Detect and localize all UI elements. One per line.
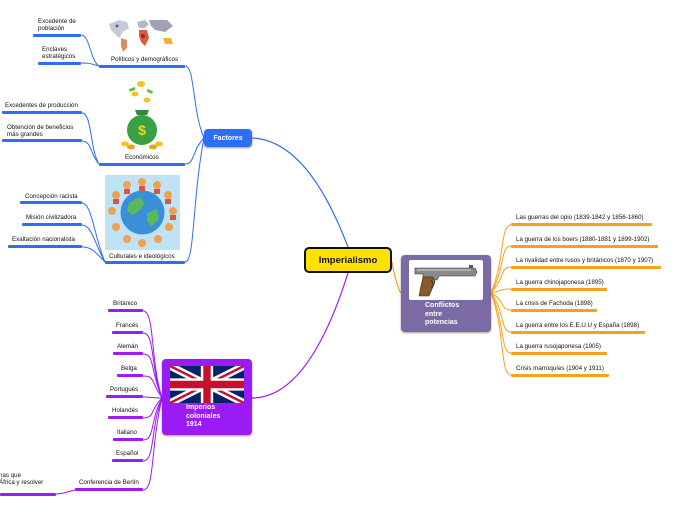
group-politicos-underline bbox=[99, 65, 185, 68]
empire-item-frances[interactable]: Francés bbox=[116, 322, 139, 329]
empire-item-espanol[interactable]: Español bbox=[116, 450, 139, 457]
item-excedente-poblacion[interactable]: Excedente de población bbox=[38, 18, 76, 32]
money-bag-image: $ bbox=[121, 81, 163, 150]
group-politicos-label: Políticos y demográficos bbox=[111, 56, 179, 63]
svg-text:$: $ bbox=[138, 122, 146, 138]
conflict-item-8[interactable]: Crisis marroquíes (1904 y 1911) bbox=[516, 365, 604, 372]
imperios-topic[interactable]: Imperios coloniales 1914 bbox=[162, 359, 252, 435]
item-mision-civilizadora-underline bbox=[22, 223, 82, 226]
group-culturales-underline bbox=[105, 261, 185, 264]
conflict-item-3[interactable]: La rivalidad entre rusos y británicos (1… bbox=[516, 257, 654, 264]
conflictos-topic[interactable]: Conflictos entre potencias bbox=[401, 255, 491, 332]
conflict-item-6[interactable]: La guerra entre los E.E.U.U y España (18… bbox=[516, 322, 640, 329]
conflict-item-3-underline bbox=[511, 266, 661, 269]
conflict-item-5-underline bbox=[511, 309, 597, 312]
pistol-icon bbox=[414, 265, 478, 297]
empire-item-holandes-underline bbox=[108, 416, 143, 419]
conflict-item-4-underline bbox=[511, 288, 607, 291]
conflict-item-7[interactable]: La guerra rusojaponesa (1905) bbox=[516, 343, 601, 350]
item-excedentes-produccion[interactable]: Excedentes de producción bbox=[5, 102, 78, 109]
conferencia-berlin-note[interactable]: nas que África y resolver bbox=[0, 472, 44, 486]
item-obtencion-beneficios-underline bbox=[2, 139, 82, 142]
empire-item-aleman[interactable]: Alemán bbox=[117, 343, 138, 350]
item-concepcion-racista[interactable]: Concepción racista bbox=[25, 193, 78, 200]
item-enclaves[interactable]: Enclaves estratégicos bbox=[42, 46, 76, 60]
conflict-item-7-underline bbox=[511, 352, 607, 355]
group-economicos[interactable]: $ Económicos bbox=[99, 74, 185, 166]
item-excedente-poblacion-underline bbox=[33, 34, 81, 37]
group-economicos-label: Económicos bbox=[125, 154, 159, 161]
factores-topic[interactable]: Factores bbox=[204, 129, 252, 147]
empire-item-britanico[interactable]: Británico bbox=[113, 300, 138, 307]
world-map-image bbox=[105, 16, 179, 54]
item-obtencion-beneficios[interactable]: Obtención de beneficios más grandes bbox=[7, 124, 74, 138]
empire-item-portugues-underline bbox=[106, 395, 143, 398]
empire-item-portugues[interactable]: Portugués bbox=[110, 386, 139, 393]
group-economicos-underline bbox=[99, 163, 185, 166]
group-culturales[interactable]: Culturales e ideológicos bbox=[105, 175, 185, 264]
conflict-item-4[interactable]: La guerra chinojaponesa (1895) bbox=[516, 279, 604, 286]
conflict-item-1[interactable]: Las guerras del opio (1839-1842 y 1856-1… bbox=[516, 214, 644, 221]
item-mision-civilizadora[interactable]: Misión civilizadora bbox=[26, 214, 77, 221]
empire-item-aleman-underline bbox=[113, 352, 143, 355]
central-topic[interactable]: Imperialismo bbox=[304, 247, 392, 273]
empire-item-belga-underline bbox=[117, 374, 143, 377]
group-culturales-label: Culturales e ideológicos bbox=[109, 253, 175, 260]
group-politicos[interactable]: Políticos y demográficos bbox=[99, 14, 185, 68]
item-excedentes-produccion-underline bbox=[2, 111, 82, 114]
item-exaltacion-nacionalista[interactable]: Exaltación nacionalista bbox=[12, 236, 75, 243]
conflict-item-6-underline bbox=[511, 331, 645, 334]
item-concepcion-racista-underline bbox=[20, 201, 82, 204]
central-topic-label: Imperialismo bbox=[318, 254, 378, 266]
empire-item-italiano-underline bbox=[113, 438, 143, 441]
item-exaltacion-nacionalista-underline bbox=[8, 245, 82, 248]
conflict-item-1-underline bbox=[511, 223, 652, 226]
conflict-item-5[interactable]: La crisis de Fachoda (1898) bbox=[516, 300, 593, 307]
conflict-item-2-underline bbox=[511, 245, 658, 248]
empire-item-britanico-underline bbox=[108, 309, 143, 312]
empire-item-conferencia-berlin-underline bbox=[75, 488, 143, 491]
imperios-label: Imperios coloniales 1914 bbox=[186, 404, 221, 428]
empire-item-holandes[interactable]: Holandés bbox=[112, 407, 139, 414]
empire-item-italiano[interactable]: Italiano bbox=[117, 429, 137, 436]
conflictos-label: Conflictos entre potencias bbox=[425, 302, 460, 326]
union-jack-flag-icon bbox=[170, 366, 244, 403]
pistol-image-frame bbox=[409, 260, 483, 300]
conferencia-berlin-note-underline bbox=[0, 493, 56, 496]
empire-item-espanol-underline bbox=[112, 459, 143, 462]
globe-children-image bbox=[105, 175, 180, 250]
conflict-item-8-underline bbox=[511, 374, 609, 377]
item-enclaves-underline bbox=[38, 62, 81, 65]
empire-item-conferencia-berlin[interactable]: Conferencia de Berlín bbox=[79, 479, 139, 486]
empire-item-belga[interactable]: Belga bbox=[121, 365, 137, 372]
factores-label: Factores bbox=[213, 134, 243, 142]
conflict-item-2[interactable]: La guerra de los boers (1880-1881 y 1899… bbox=[516, 236, 650, 243]
empire-item-frances-underline bbox=[112, 331, 143, 334]
